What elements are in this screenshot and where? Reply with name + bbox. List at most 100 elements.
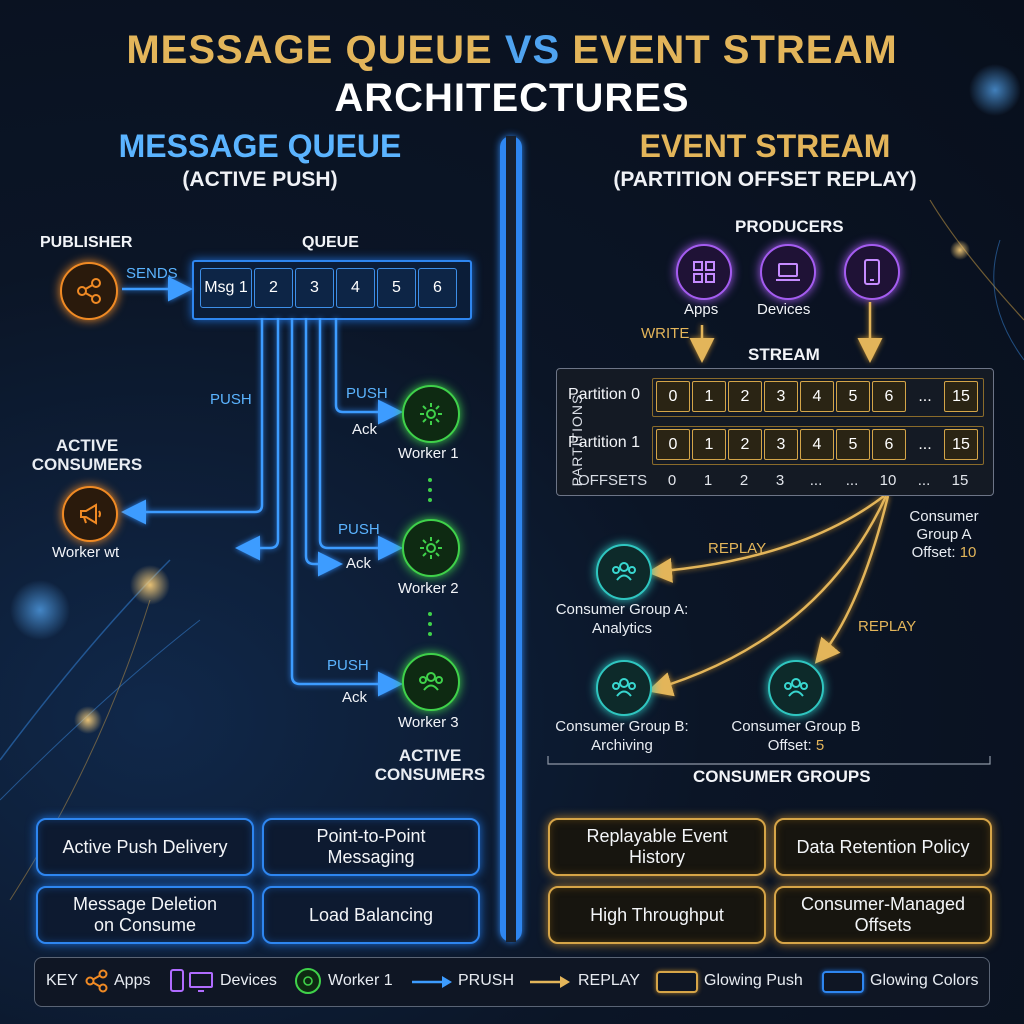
group-a-offset-annotation: Consumer Group A Offset: 10 [896,508,992,562]
offset-value: 3 [775,472,785,489]
group-b-offset-label: Consumer Group B Offset: [731,718,861,754]
ack-label: Ack [352,421,378,438]
partition-0-label: Partition 0 [568,386,641,403]
users-icon [768,660,824,716]
apps-label: Apps [684,301,719,318]
write-label: WRITE [641,325,690,342]
ack-label: Ack [346,555,372,572]
phone-icon [844,244,900,300]
partition-1-cell: 4 [800,429,834,460]
divider-core [506,136,516,942]
offsets-label: OFFSETS [578,472,648,489]
replay-label: REPLAY [708,540,767,557]
consumer-group-b-label: Consumer Group B: Archiving [555,718,689,754]
worker-1-label: Worker 1 [398,445,459,462]
worker-3-label: Worker 3 [398,714,459,731]
blue-swatch [822,971,864,993]
active-consumers-left-label: ACTIVE CONSUMERS [31,436,143,474]
laptop-icon [760,244,816,300]
users-icon [596,544,652,600]
title-vs: VS [504,28,561,72]
es-heading: EVENT STREAM [639,128,891,164]
publisher-label: PUBLISHER [40,234,133,251]
consumer-groups-label: CONSUMER GROUPS [693,767,871,786]
replay-label: REPLAY [858,618,917,635]
offset-value: ... [917,472,931,489]
title-part-event-stream: EVENT STREAM [572,28,898,72]
sends-label: SENDS [126,265,178,282]
push-label: PUSH [210,391,252,408]
key-glowing-colors: Glowing Colors [870,972,979,989]
key-worker: Worker 1 [328,972,393,989]
gold-swatch [656,971,698,993]
partition-1-cell: 6 [872,429,906,460]
device-icons [170,969,213,992]
partition-0-cell: 1 [692,381,726,412]
queue-cell: 3 [295,268,334,308]
producers-label: PRODUCERS [735,217,844,236]
partition-1-cell: 2 [728,429,762,460]
partition-1-cell: 5 [836,429,870,460]
users-icon [596,660,652,716]
queue-cell: Msg 1 [200,268,252,308]
mq-heading: MESSAGE QUEUE [118,128,402,164]
worker-gear-icon [295,968,321,994]
title-line-2: ARCHITECTURES [334,76,690,120]
es-feature-throughput: High Throughput [548,886,766,944]
mq-feature-deletion: Message Deletion on Consume [36,886,254,944]
push-label: PUSH [327,657,369,674]
push-label: PUSH [338,521,380,538]
title-part-message-queue: MESSAGE QUEUE [126,28,493,72]
queue-label: QUEUE [302,234,359,251]
offset-value: 1 [703,472,713,489]
key-apps: Apps [114,972,151,989]
replay-arrow-icon [530,976,570,988]
mq-feature-active-push: Active Push Delivery [36,818,254,876]
share-icon [85,969,108,993]
worker-left-label: Worker wt [52,544,120,561]
partition-0-cell: 2 [728,381,762,412]
es-subheading: (PARTITION OFFSET REPLAY) [613,168,917,191]
queue-cell: 5 [377,268,416,308]
offset-value: 2 [739,472,749,489]
megaphone-icon [62,486,118,542]
users-icon [402,653,460,711]
ack-label: Ack [342,689,368,706]
queue-cell: 6 [418,268,457,308]
queue-cell: 4 [336,268,375,308]
partition-0-cell: 0 [656,381,690,412]
consumer-group-a-label: Consumer Group A: Analytics [555,601,689,637]
partition-1-ellipsis: ... [918,435,932,453]
key-replay: REPLAY [578,972,640,989]
es-feature-retention: Data Retention Policy [774,818,992,876]
offset-value: 0 [667,472,677,489]
partition-1-track [652,426,984,465]
offset-value: 10 [879,472,897,489]
partition-0-cell: 6 [872,381,906,412]
devices-label: Devices [757,301,811,318]
gear-icon [402,519,460,577]
apps-grid-icon [676,244,732,300]
legend-bar [34,957,990,1007]
offset-value: ... [809,472,823,489]
mq-feature-load-balancing: Load Balancing [262,886,480,944]
key-prush: PRUSH [458,972,515,989]
push-label: PUSH [346,385,388,402]
key-glowing-push: Glowing Push [704,972,803,989]
active-consumers-bottom-label: ACTIVE CONSUMERS [374,746,486,784]
gear-icon [402,385,460,443]
partition-0-cell: 15 [944,381,978,412]
group-a-offset-label: Consumer Group A Offset: [909,508,979,561]
partition-1-cell: 3 [764,429,798,460]
group-a-offset-value: 10 [959,544,977,561]
main-title: MESSAGE QUEUE VS EVENT STREAM [0,28,1024,73]
es-feature-replayable: Replayable Event History [548,818,766,876]
mq-feature-point-to-point: Point-to-Point Messaging [262,818,480,876]
key-label: KEY [46,972,79,989]
key-devices: Devices [220,972,277,989]
partition-0-ellipsis: ... [918,387,932,405]
